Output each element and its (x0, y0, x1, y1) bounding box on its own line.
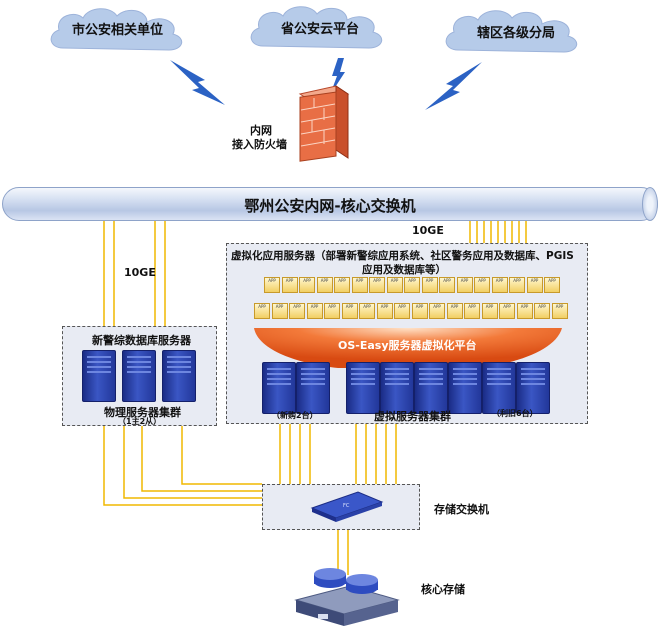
right-link-speed: 10GE (412, 224, 444, 237)
physical-server (82, 350, 116, 402)
app-vm-tile: APP (289, 303, 305, 319)
core-switch-backbone: 鄂州公安内网-核心交换机 (2, 187, 658, 221)
app-vm-tile: APP (456, 277, 473, 293)
app-vm-tile: APP (334, 277, 350, 293)
platform-label: OS-Easy服务器虚拟化平台 (338, 339, 477, 352)
cloud-city-units (50, 8, 183, 51)
virtual-host-server (380, 362, 414, 414)
app-vm-tile: APP (324, 303, 340, 319)
virtual-host-server (448, 362, 482, 414)
virtual-host-server (414, 362, 448, 414)
app-vm-tile: APP (499, 303, 515, 319)
app-vm-tile: APP (491, 277, 508, 293)
wireless-link-icon (170, 60, 225, 105)
app-vm-tile: APP (534, 303, 550, 319)
app-vm-tile: APP (404, 277, 420, 293)
svg-text:FC: FC (343, 503, 350, 509)
storage-switch-label: 存储交换机 (434, 503, 489, 516)
wireless-link-icon (330, 58, 345, 95)
firewall-label-line1: 内网 (250, 124, 272, 137)
virtual-apps-title-line1: 虚拟化应用服务器（部署新警综应用系统、社区警务应用及数据库、PGIS (231, 250, 574, 262)
virtual-host-server (262, 362, 296, 414)
app-vm-tile: APP (369, 277, 385, 293)
cloud-district-branches (445, 10, 578, 53)
virtual-new-note: （新购2台） (272, 411, 318, 420)
left-link-speed: 10GE (124, 266, 156, 279)
left-cluster-sub: （1主2从） (118, 417, 162, 426)
cloud-province-platform (250, 6, 383, 49)
app-vm-tile: APP (254, 303, 270, 319)
app-vm-tile: APP (421, 277, 438, 293)
virtual-host-server (296, 362, 330, 414)
left-cluster-title: 新警综数据库服务器 (92, 334, 191, 347)
virtual-host-server (482, 362, 516, 414)
app-vm-tile: APP (446, 303, 463, 319)
app-vm-tile: APP (551, 303, 568, 319)
core-storage-label: 核心存储 (421, 583, 465, 596)
storage-switch-icon: FC (310, 491, 384, 522)
backbone-title: 鄂州公安内网-核心交换机 (244, 197, 416, 215)
cloud-label-city: 市公安相关单位 (72, 23, 164, 38)
left-cluster-caption: 物理服务器集群 (104, 406, 181, 419)
virtual-reuse-note: （利旧6台） (492, 409, 538, 418)
virtual-cluster-caption: 虚拟服务器集群 (374, 410, 451, 423)
app-vm-tile: APP (359, 303, 375, 319)
app-vm-tile: APP (516, 303, 533, 319)
app-vm-tile: APP (394, 303, 410, 319)
virtual-apps-title-line2: 应用及数据库等） (362, 264, 446, 276)
virtual-host-server (516, 362, 550, 414)
app-vm-tile: APP (439, 277, 455, 293)
backbone-end-cap (642, 187, 658, 221)
app-vm-tile: APP (271, 303, 288, 319)
app-vm-tile: APP (341, 303, 358, 319)
app-vm-tile: APP (429, 303, 445, 319)
app-vm-tile: APP (544, 277, 560, 293)
wireless-link-icon (425, 62, 482, 110)
app-vm-tile: APP (464, 303, 480, 319)
app-vm-tile: APP (306, 303, 323, 319)
app-vm-tile: APP (281, 277, 298, 293)
core-storage-icon (294, 568, 400, 626)
virtualization-platform-fan (254, 328, 562, 368)
app-vm-tile: APP (316, 277, 333, 293)
virtual-host-server (346, 362, 380, 414)
app-vm-tile: APP (264, 277, 280, 293)
app-vm-tile: APP (386, 277, 403, 293)
physical-server (162, 350, 196, 402)
firewall-icon (298, 85, 350, 162)
app-vm-tile: APP (376, 303, 393, 319)
firewall-label-line2: 接入防火墙 (232, 138, 287, 151)
app-vm-tile: APP (411, 303, 428, 319)
app-vm-tile: APP (299, 277, 315, 293)
app-vm-tile: APP (509, 277, 525, 293)
cloud-label-district: 辖区各级分局 (477, 26, 556, 41)
app-vm-tile: APP (351, 277, 368, 293)
physical-server (122, 350, 156, 402)
app-vm-tile: APP (474, 277, 490, 293)
app-vm-tile: APP (481, 303, 498, 319)
cloud-label-province: 省公安云平台 (281, 22, 360, 37)
app-vm-tile: APP (526, 277, 543, 293)
